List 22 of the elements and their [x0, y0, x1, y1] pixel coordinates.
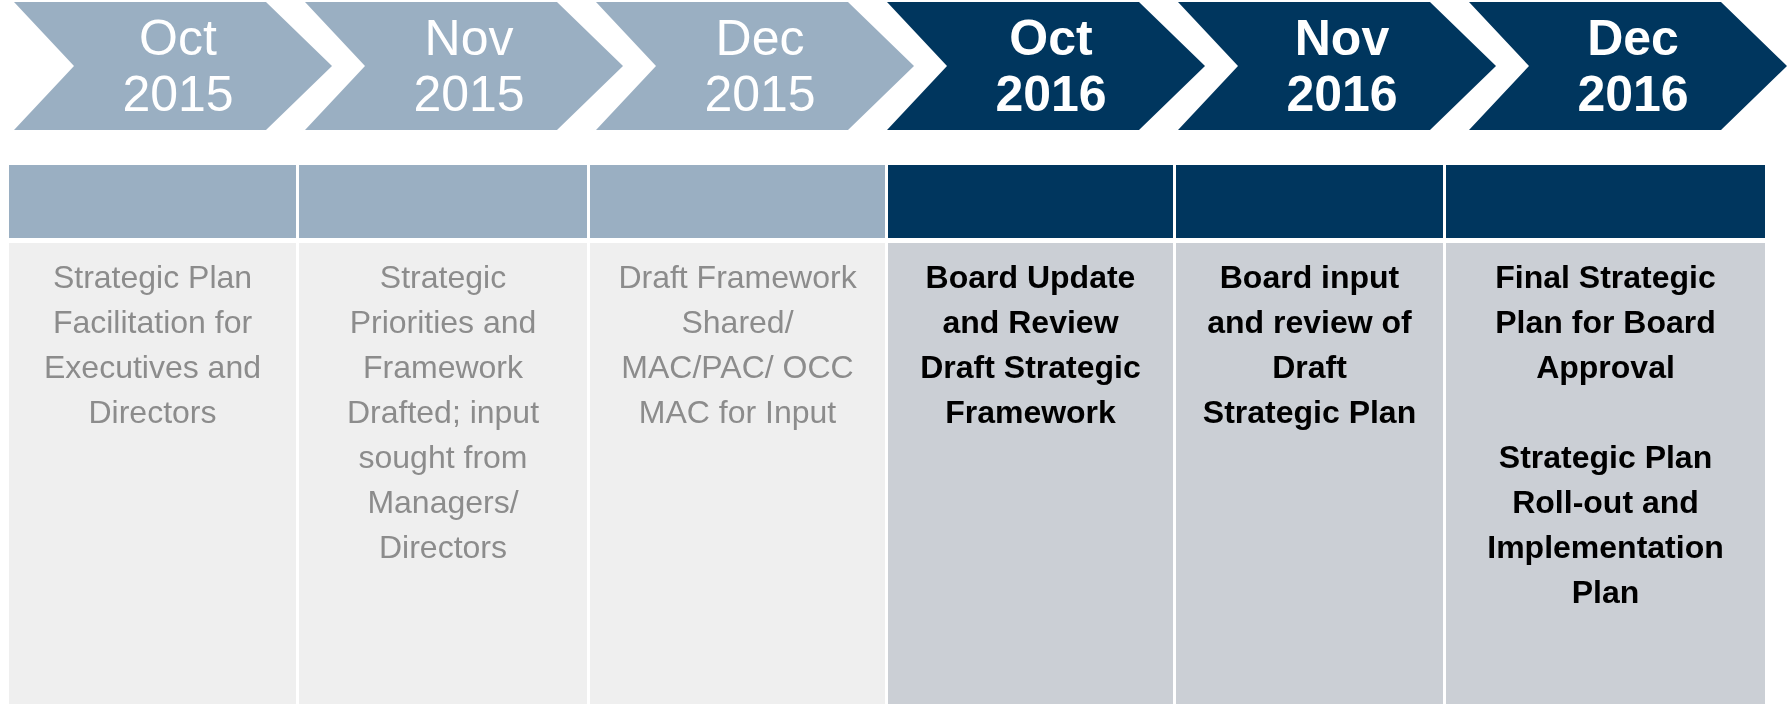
timeline-step-band — [887, 2, 1205, 130]
timeline-step-band — [1469, 2, 1787, 130]
task-text: Strategic Plan Facilitation for Executives and Directors — [43, 258, 262, 432]
task-text: Board Update and Review Draft Strategic Framework — [919, 258, 1142, 432]
task-text: Draft Framework Shared/ MAC/PAC/ OCC MAC for Input — [617, 258, 858, 432]
month-label: Oct 2016 — [994, 10, 1108, 122]
task-text: Board input and review of Draft Strategic Plan — [1201, 258, 1418, 432]
task-text: Strategic Plan Roll-out and Implementation Plan — [1486, 438, 1725, 612]
month-label: Nov 2016 — [1285, 10, 1399, 122]
table-cell — [888, 243, 1173, 704]
month-label: Nov 2015 — [412, 10, 526, 122]
timeline-step-band — [596, 2, 914, 130]
task-text: Strategic Priorities and Framework Drafted; input sought from Managers/ Directors — [345, 258, 541, 567]
timeline-step-band — [305, 2, 623, 130]
month-label: Dec 2015 — [703, 10, 817, 122]
timeline-step-band — [1178, 2, 1496, 130]
task-text: Final Strategic Plan for Board Approval — [1494, 258, 1717, 387]
timeline-step-band — [14, 2, 332, 130]
table-cell — [1176, 243, 1443, 704]
month-label: Dec 2016 — [1576, 10, 1690, 122]
month-label: Oct 2015 — [121, 10, 235, 122]
table-cell — [1446, 243, 1765, 704]
